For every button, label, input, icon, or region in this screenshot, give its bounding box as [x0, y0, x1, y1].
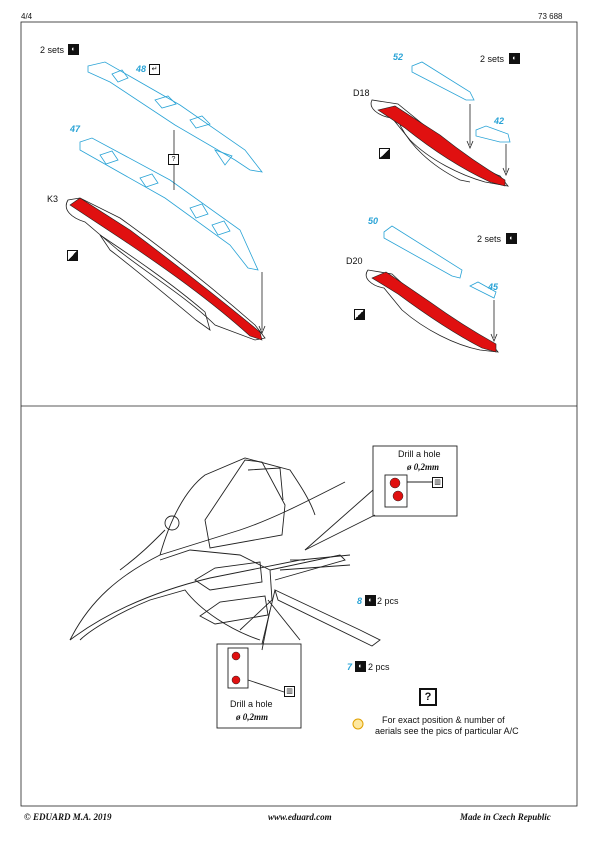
part-7-qty: 2 pcs [368, 662, 390, 672]
paint-diagonal-icon-c [354, 309, 365, 320]
paint-diagonal-icon-b [379, 148, 390, 159]
part-47-label: 47 [70, 124, 81, 134]
part-45-strip [469, 281, 497, 299]
probe-circle [164, 515, 180, 531]
question-box-icon: ? [419, 688, 437, 706]
paint-symbol-icon-b: ◐ [509, 53, 520, 64]
part-42-strip [475, 125, 511, 143]
part-50-strip [383, 225, 463, 279]
footer-url: www.eduard.com [268, 812, 332, 822]
paint-symbol-icon-d: ◐ [365, 595, 376, 606]
sets-label-b: 2 sets [480, 54, 505, 64]
sets-label-a: 2 sets [40, 45, 65, 55]
part-8-qty: 2 pcs [377, 596, 399, 606]
part-45-label: 45 [488, 282, 499, 292]
page-frame [20, 21, 578, 807]
label-k3: K3 [47, 194, 59, 204]
k3-red-paint [69, 197, 263, 341]
part-42-label: 42 [494, 116, 505, 126]
warning-icon [352, 718, 364, 730]
drill-symbol-icon-b: ▥ [284, 686, 295, 697]
d18-red-paint [377, 105, 506, 187]
part-7-label: 7 [347, 662, 353, 672]
drill-callout-bottom [216, 643, 302, 729]
d20-red-paint [371, 271, 497, 353]
part-52-label: 52 [393, 52, 404, 62]
drill-callout-top [372, 445, 458, 517]
note-line-2: aerials see the pics of particular A/C [375, 726, 519, 736]
fuselage-top-line [69, 481, 346, 641]
question-symbol-icon: ? [168, 154, 179, 165]
bend-symbol-icon: ↵ [149, 64, 160, 75]
part-50-label: 50 [368, 216, 379, 226]
part-47-strip [79, 137, 259, 271]
aerial-part-8 [274, 589, 381, 647]
sets-label-c: 2 sets [477, 234, 502, 244]
note-line-1: For exact position & number of [382, 715, 505, 725]
paint-symbol-icon: ◐ [68, 44, 79, 55]
side-panel-2 [199, 595, 269, 625]
paint-symbol-icon-e: ◐ [355, 661, 366, 672]
catalog-number: 73 688 [538, 12, 563, 21]
label-d18: D18 [353, 88, 370, 98]
part-48-label: 48 [136, 64, 147, 74]
drill-title-top: Drill a hole [398, 449, 441, 459]
part-8-label: 8 [357, 596, 363, 606]
paint-symbol-icon-c: ◐ [506, 233, 517, 244]
drill-size-top: ø 0,2mm [407, 462, 440, 472]
paint-diagonal-icon [67, 250, 78, 261]
k3-hull [65, 197, 266, 341]
drill-symbol-icon: ▥ [432, 477, 443, 488]
drill-title-bottom: Drill a hole [230, 699, 273, 709]
label-d20: D20 [346, 256, 363, 266]
footer-copyright: © EDUARD M.A. 2019 [24, 812, 112, 822]
canopy [204, 459, 286, 549]
part-52-strip [411, 61, 475, 101]
footer-origin: Made in Czech Republic [460, 812, 551, 822]
page-number: 4/4 [21, 12, 33, 21]
part-48-strip [87, 61, 263, 173]
side-panel-1 [194, 561, 263, 591]
drill-size-bottom: ø 0,2mm [236, 712, 269, 722]
